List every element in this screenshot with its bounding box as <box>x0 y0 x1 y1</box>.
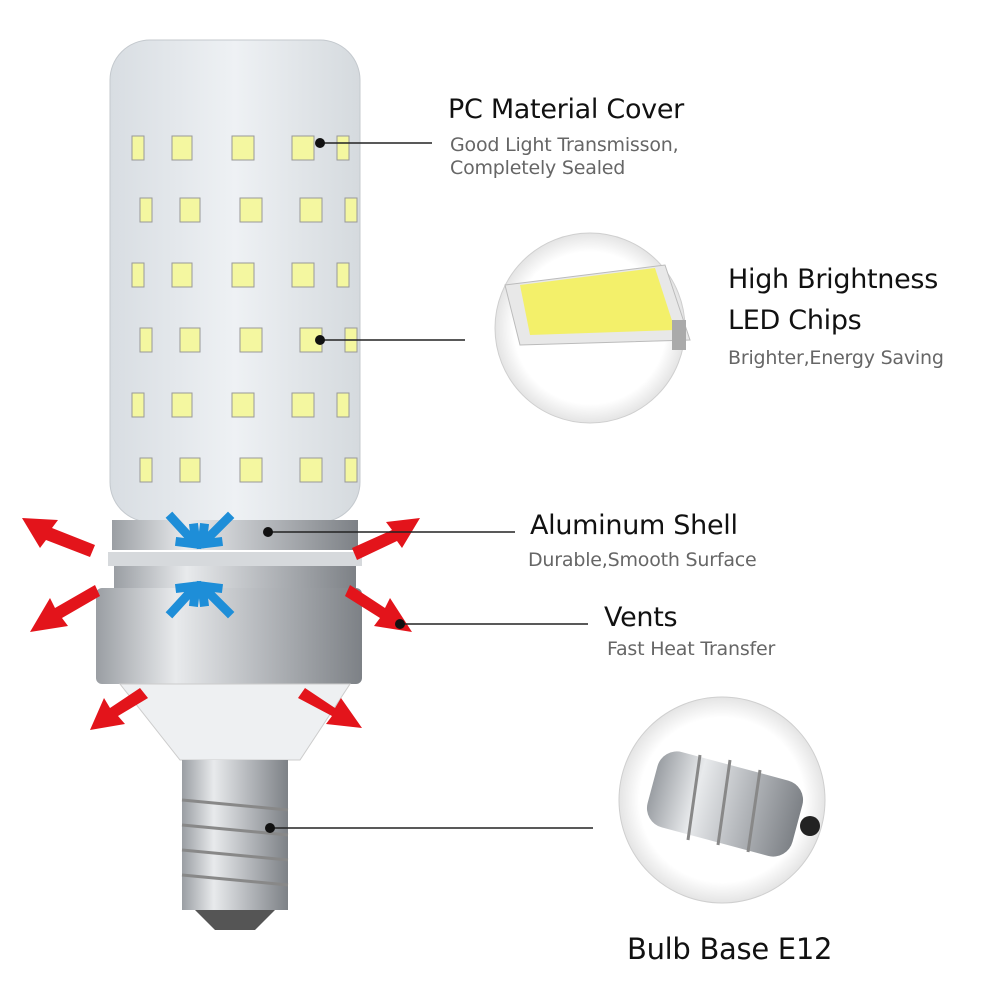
vent-ring <box>108 552 362 566</box>
pc-cover-title: PC Material Cover <box>448 94 684 125</box>
led-chip <box>344 457 358 483</box>
vents-subtitle: Fast Heat Transfer <box>607 638 776 660</box>
led-chip <box>291 392 315 418</box>
led-chip <box>231 392 255 418</box>
led-chip <box>131 135 145 161</box>
led-chip <box>171 392 193 418</box>
led-chip <box>171 262 193 288</box>
led-chip <box>239 197 263 223</box>
led-chips-subtitle: Brighter,Energy Saving <box>728 347 944 369</box>
aluminum-shell-mid <box>114 566 356 588</box>
ceramic-neck <box>118 683 351 761</box>
led-chip <box>179 327 201 353</box>
heat-arrows <box>22 518 420 730</box>
bulb-base-title: Bulb Base E12 <box>627 932 833 966</box>
pc-cover-subtitle-1: Good Light Transmisson, <box>450 134 679 156</box>
callout-dots <box>263 138 405 833</box>
screw-base <box>182 760 288 910</box>
led-chip <box>299 457 323 483</box>
led-chip <box>336 392 350 418</box>
led-chip <box>139 197 153 223</box>
led-chip <box>231 135 255 161</box>
airflow-arrows <box>165 511 235 619</box>
vents-title: Vents <box>604 602 678 633</box>
led-chip <box>336 262 350 288</box>
led-chip <box>291 262 315 288</box>
led-chip <box>171 135 193 161</box>
led-chip <box>291 135 315 161</box>
aluminum-shell-subtitle: Durable,Smooth Surface <box>528 549 757 571</box>
led-chip <box>231 262 255 288</box>
bulb-base-closeup <box>618 696 826 904</box>
led-chip <box>336 135 350 161</box>
led-chips-title-2: LED Chips <box>728 305 862 336</box>
led-chip <box>179 457 201 483</box>
led-chips-title-1: High Brightness <box>728 264 938 295</box>
led-chip-closeup <box>494 232 691 424</box>
led-chip <box>131 392 145 418</box>
led-chip <box>139 327 153 353</box>
aluminum-shell-top <box>112 520 358 550</box>
led-chip <box>299 197 323 223</box>
aluminum-shell <box>96 588 362 684</box>
pc-cover-subtitle-2: Completely Sealed <box>450 157 626 179</box>
led-chip <box>131 262 145 288</box>
led-chip <box>239 457 263 483</box>
callout-lines <box>268 142 593 829</box>
led-chip <box>344 197 358 223</box>
led-chip <box>239 327 263 353</box>
led-chip <box>139 457 153 483</box>
led-chip <box>179 197 201 223</box>
aluminum-shell-title: Aluminum Shell <box>530 510 738 541</box>
